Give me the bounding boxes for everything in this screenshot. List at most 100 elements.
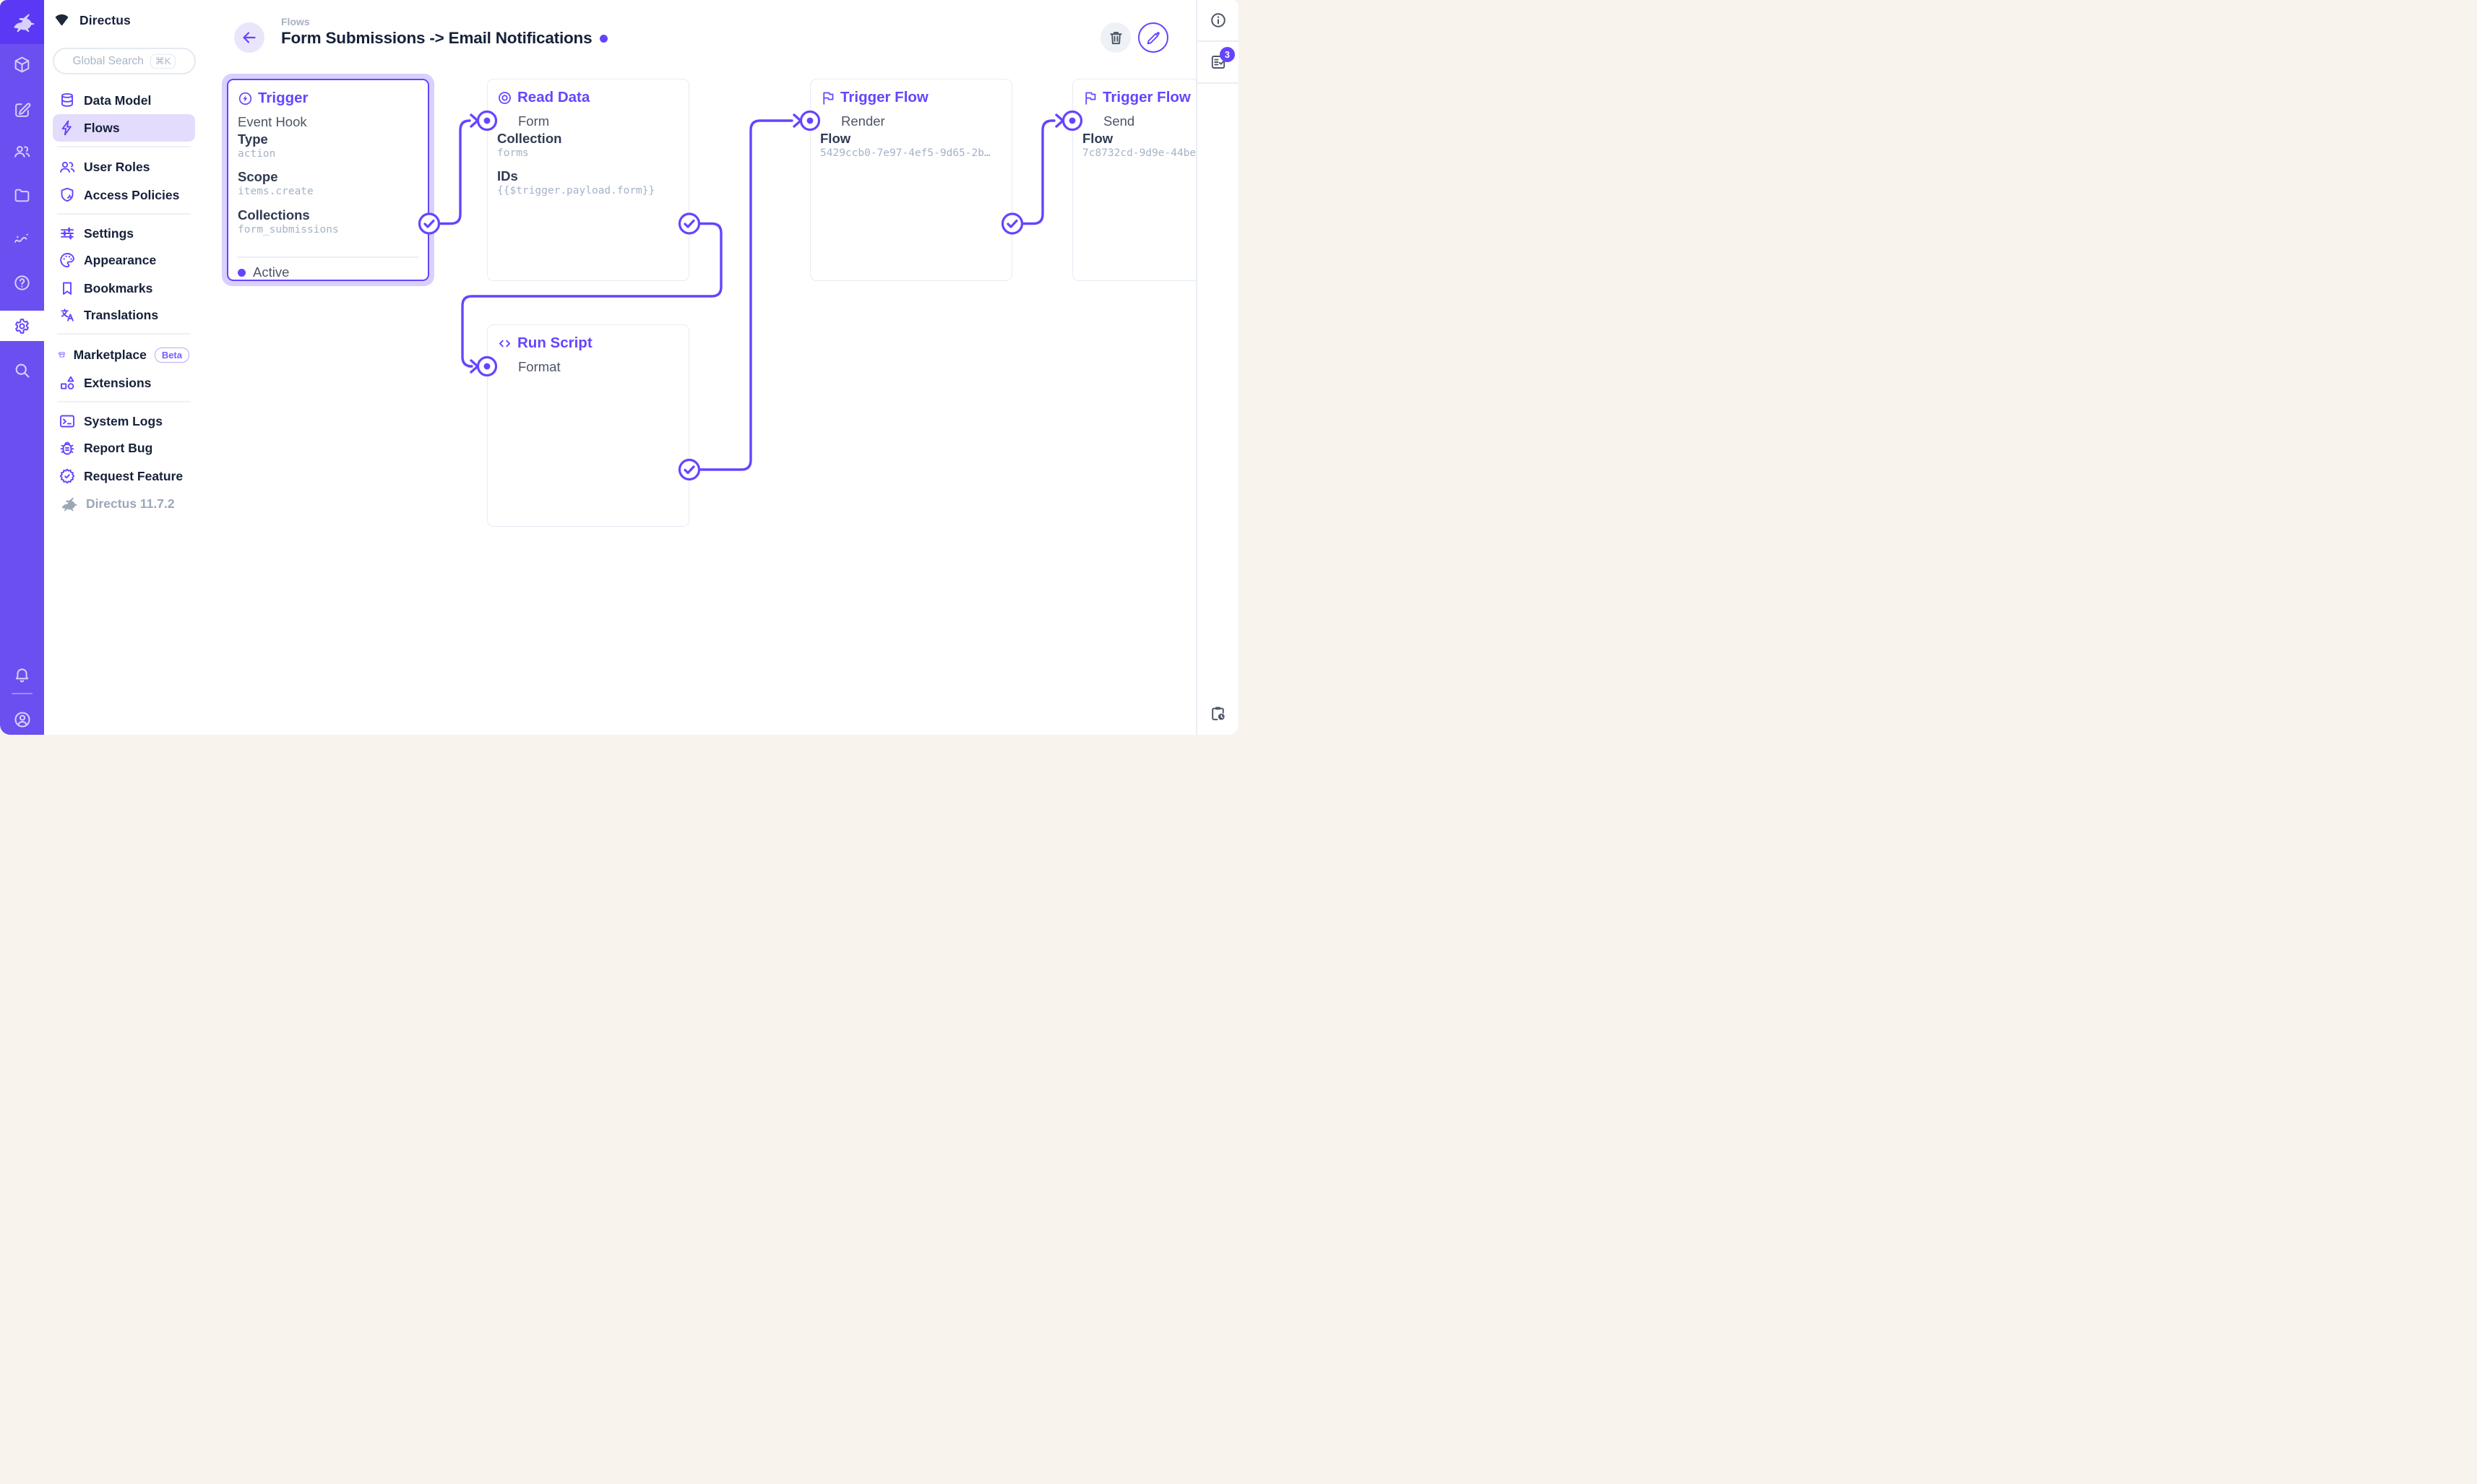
bookmark-icon — [59, 280, 76, 297]
flow-canvas: Flows Form Submissions -> Email Notifica… — [197, 0, 1196, 735]
palette-icon — [59, 251, 76, 269]
sidebar-item-user-roles[interactable]: User Roles — [53, 153, 195, 181]
operation-name: Send — [1103, 113, 1135, 129]
sidebar-item-settings[interactable]: Settings — [53, 220, 195, 247]
account-button[interactable] — [0, 706, 44, 733]
beta-badge: Beta — [154, 347, 189, 363]
logs-panel-button[interactable]: 3 — [1197, 42, 1238, 84]
node-title: Run Script — [517, 335, 593, 351]
search-icon — [13, 361, 31, 379]
module-search[interactable] — [0, 356, 44, 384]
field-label: Flow — [820, 131, 851, 146]
project-shield-icon — [53, 12, 71, 30]
sidebar-item-label: Translations — [84, 307, 159, 322]
back-button[interactable] — [234, 22, 264, 53]
project-header[interactable]: Directus — [53, 7, 131, 34]
node-title-row: Trigger — [238, 90, 309, 107]
sidebar-item-system-logs[interactable]: System Logs — [53, 407, 195, 435]
global-search-input[interactable]: Global Search ⌘K — [53, 48, 196, 74]
search-shortcut-chip: ⌘K — [150, 53, 176, 69]
feature-burst-icon — [59, 467, 76, 485]
logs-count-badge: 3 — [1220, 47, 1235, 62]
app-window: Directus Global Search ⌘K Data Model Flo… — [0, 0, 1238, 735]
sidebar-item-version[interactable]: Directus 11.7.2 — [53, 490, 195, 517]
people-icon — [59, 158, 76, 176]
flow-node-read-data[interactable]: Read Data Form Collection forms IDs {{$t… — [487, 79, 689, 281]
module-content[interactable] — [0, 51, 44, 78]
field-label: IDs — [497, 168, 518, 184]
flow-node-trigger[interactable]: Trigger Event Hook Type action Scope ite… — [227, 79, 429, 281]
sidebar-item-marketplace[interactable]: Marketplace Beta — [53, 341, 195, 368]
node-title-row: Read Data — [497, 89, 590, 106]
translate-icon — [59, 306, 76, 324]
flow-node-trigger-flow-render[interactable]: Trigger Flow Render Flow 5429ccb0-7e97-4… — [810, 79, 1012, 281]
flag-icon — [820, 90, 835, 105]
clipboard-clock-icon — [1209, 704, 1227, 722]
sidebar-item-label: User Roles — [84, 159, 150, 174]
folder-icon — [13, 186, 31, 204]
info-panel-button[interactable] — [1197, 0, 1238, 42]
module-help[interactable] — [0, 269, 44, 296]
sidebar-item-report-bug[interactable]: Report Bug — [53, 434, 195, 462]
sidebar-item-request-feature[interactable]: Request Feature — [53, 462, 195, 490]
sidebar-item-translations[interactable]: Translations — [53, 301, 195, 329]
sidebar-item-label: Bookmarks — [84, 280, 153, 295]
rabbit-icon — [59, 496, 78, 512]
node-title: Read Data — [517, 89, 590, 105]
sidebar-divider — [57, 146, 191, 147]
sidebar-item-data-model[interactable]: Data Model — [53, 87, 195, 114]
module-insights[interactable] — [0, 225, 44, 252]
sidebar-item-label: Settings — [84, 225, 134, 241]
module-bar-divider — [12, 693, 33, 694]
sidebar-item-extensions[interactable]: Extensions — [53, 369, 195, 397]
module-users[interactable] — [0, 137, 44, 165]
sidebar-item-appearance[interactable]: Appearance — [53, 246, 195, 274]
right-sidebar: 3 — [1196, 0, 1238, 735]
breadcrumb[interactable]: Flows — [281, 16, 310, 27]
sidebar-divider — [57, 333, 191, 335]
node-title-row: Trigger Flow — [820, 89, 929, 106]
notifications-button[interactable] — [0, 662, 44, 689]
info-icon — [1210, 12, 1227, 29]
status-label: Active — [253, 264, 290, 280]
trash-icon — [1108, 30, 1124, 46]
terminal-icon — [59, 413, 76, 430]
page-title: Form Submissions -> Email Notifications — [281, 29, 593, 47]
flow-node-run-script[interactable]: Run Script Format — [487, 324, 689, 527]
sidebar-item-label: Appearance — [84, 252, 157, 267]
flow-node-trigger-flow-send[interactable]: Trigger Flow Send Flow 7c8732cd-9d9e-44b… — [1072, 79, 1196, 281]
shapes-icon — [59, 374, 76, 392]
sidebar-item-label: Flows — [84, 120, 120, 135]
rabbit-logo-icon — [9, 12, 35, 33]
sidebar-item-flows[interactable]: Flows — [53, 114, 195, 142]
node-title: Trigger — [258, 90, 309, 106]
edit-flow-button[interactable] — [1138, 22, 1168, 53]
module-editor[interactable] — [0, 95, 44, 123]
field-value: forms — [497, 147, 529, 159]
operation-name: Form — [518, 113, 550, 129]
module-settings[interactable] — [0, 311, 44, 341]
settings-sidebar: Directus Global Search ⌘K Data Model Flo… — [44, 0, 197, 735]
status-dot — [238, 268, 246, 277]
module-files[interactable] — [0, 181, 44, 209]
sidebar-item-label: Report Bug — [84, 440, 153, 455]
history-button[interactable] — [1197, 691, 1238, 735]
search-placeholder: Global Search — [72, 54, 144, 67]
module-bar — [0, 0, 44, 735]
sidebar-item-bookmarks[interactable]: Bookmarks — [53, 275, 195, 302]
edit-icon — [13, 100, 31, 118]
sidebar-item-access-policies[interactable]: Access Policies — [53, 181, 195, 209]
eye-icon — [497, 90, 512, 105]
sidebar-item-label: Request Feature — [84, 468, 184, 483]
code-icon — [497, 336, 512, 351]
flow-accent-dot — [600, 34, 608, 43]
directus-logo[interactable] — [0, 0, 44, 44]
sidebar-divider — [57, 401, 191, 402]
field-value: 7c8732cd-9d9e-44be — [1082, 147, 1196, 159]
delete-flow-button[interactable] — [1100, 22, 1131, 53]
node-title: Trigger Flow — [840, 89, 929, 105]
avatar-icon — [13, 710, 32, 729]
trigger-type-name: Event Hook — [238, 114, 307, 129]
gear-icon — [13, 317, 31, 335]
flag-icon — [1082, 90, 1098, 105]
